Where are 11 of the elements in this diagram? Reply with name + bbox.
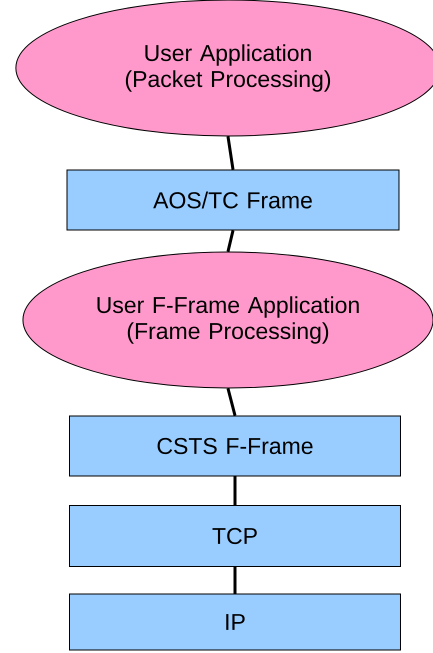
layer-box: AOS/TC Frame <box>66 170 400 230</box>
ellipse-node: User F-Frame Application (Frame Processing) <box>22 252 433 388</box>
connector-line <box>226 136 234 170</box>
connector-line <box>226 388 236 416</box>
layer-box: CSTS F-Frame <box>69 416 401 476</box>
ellipse-node: User Application (Packet Processing) <box>15 0 433 136</box>
connector-line <box>226 230 234 252</box>
layer-box: TCP <box>69 505 401 567</box>
layer-box: IP <box>69 594 401 650</box>
connector-line <box>234 567 236 594</box>
connector-line <box>234 476 236 505</box>
